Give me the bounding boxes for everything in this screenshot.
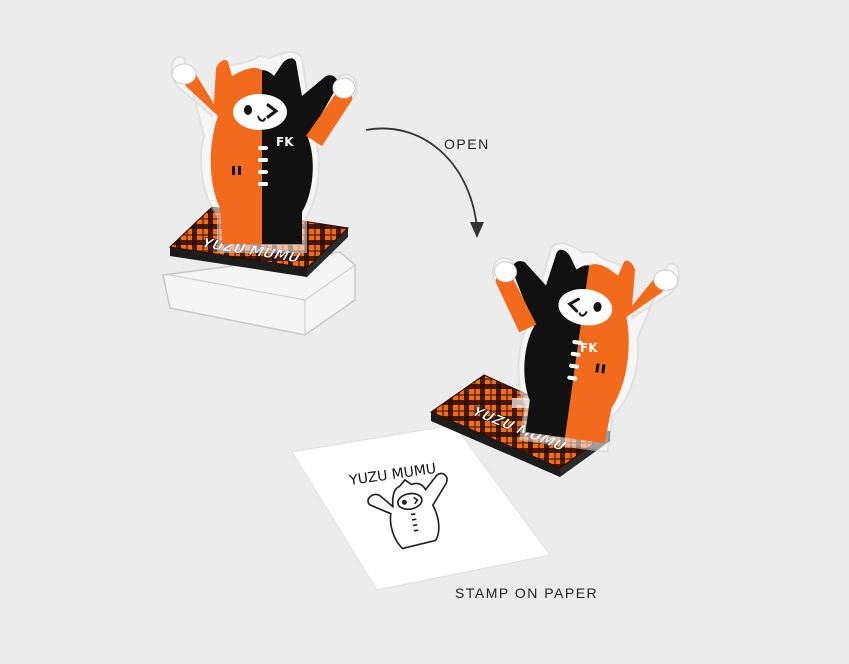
open-arrow xyxy=(365,127,484,238)
stamp-impression xyxy=(367,472,448,550)
cat-character: FK xyxy=(170,50,359,254)
open-label: OPEN xyxy=(444,136,490,152)
badge-text-open: FK xyxy=(580,341,598,355)
closed-stamp: YUZU MUMU FK xyxy=(162,50,359,336)
stamp-on-paper-label: STAMP ON PAPER xyxy=(455,585,599,601)
stamped-paper: YUZU MUMU xyxy=(291,424,551,591)
open-stamp: YUZU MUMU FK xyxy=(429,232,683,477)
badge-text: FK xyxy=(276,135,294,149)
